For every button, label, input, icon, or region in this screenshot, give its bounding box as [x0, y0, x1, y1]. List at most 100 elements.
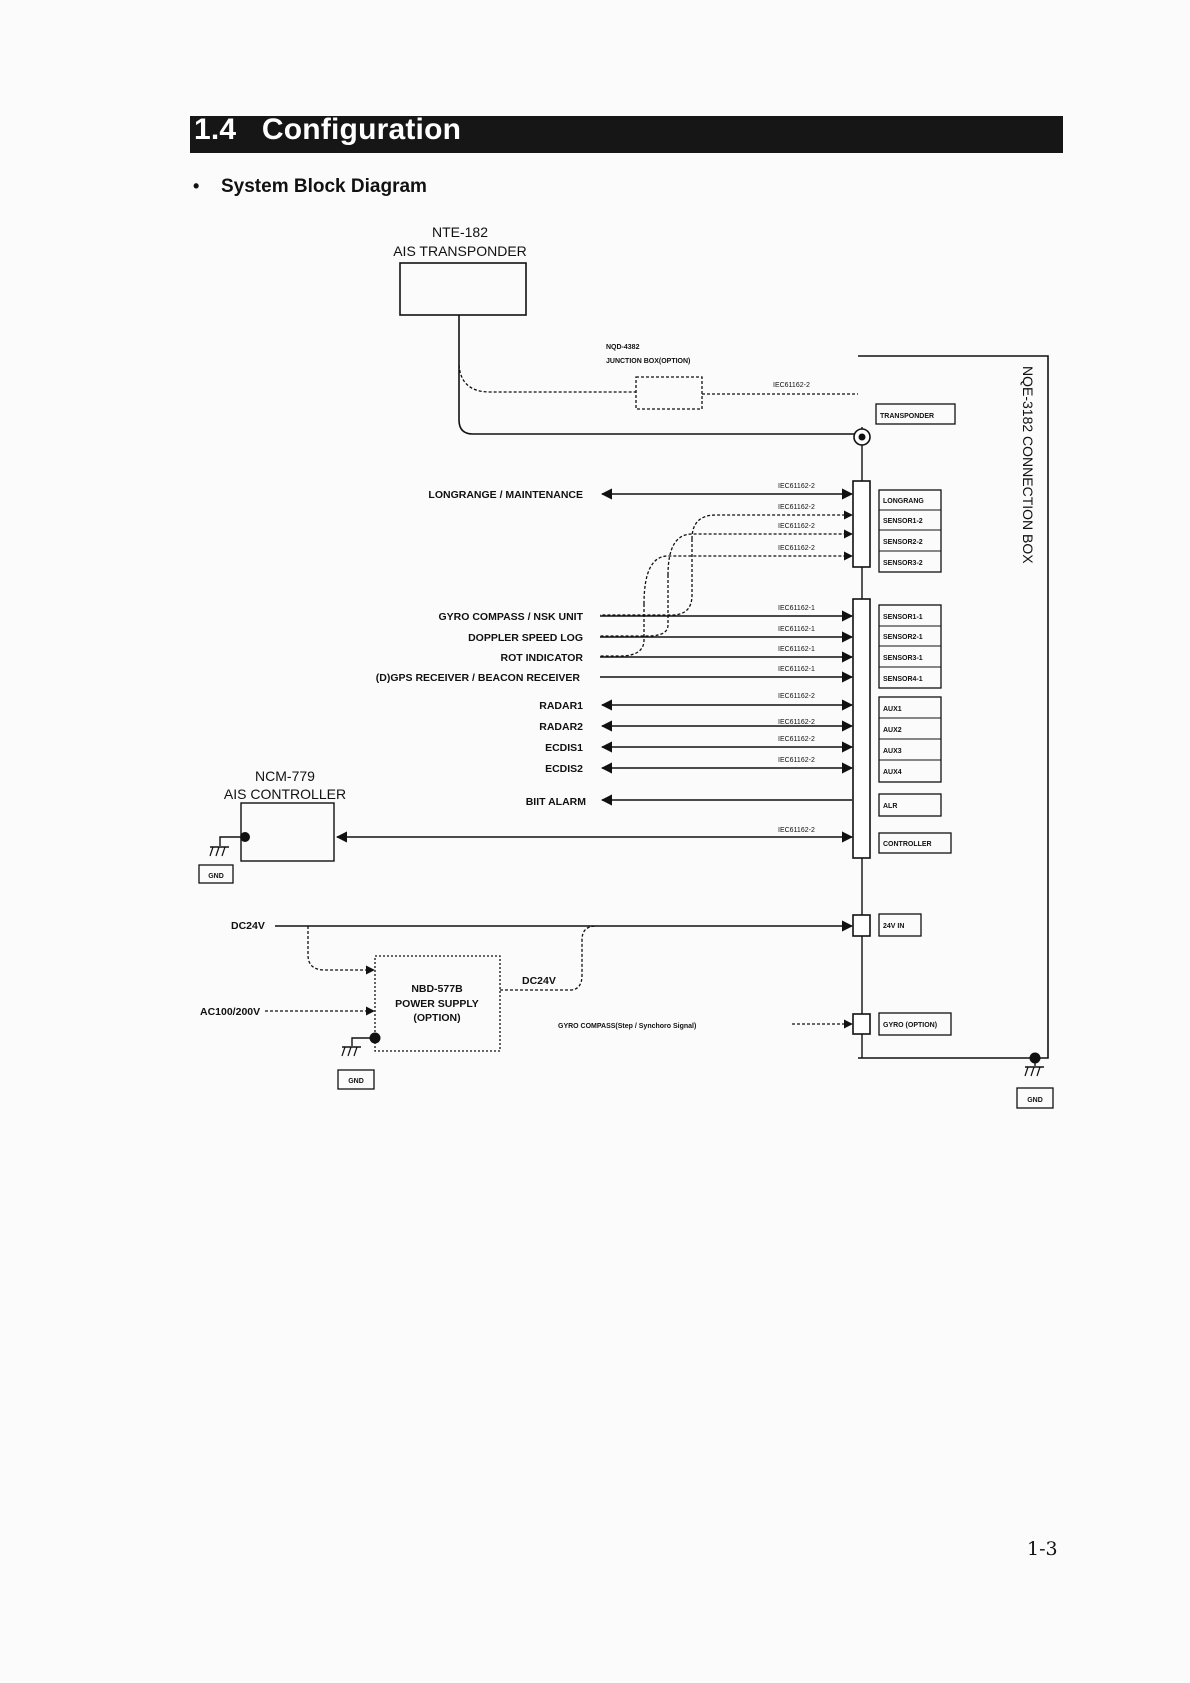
power-supply-ground-icon: [341, 1037, 370, 1057]
port-24v-in-label: 24V IN: [883, 923, 904, 930]
terminal-block-sensors: [852, 598, 871, 859]
radar1-protocol: IEC61162-2: [778, 693, 815, 700]
transponder-junction-cable: [458, 364, 636, 393]
power-supply-gnd-terminal: [369, 1032, 381, 1044]
port-aux2-label: AUX2: [883, 727, 902, 734]
ecdis1-label: ECDIS1: [545, 742, 583, 754]
section-header-bar: [190, 116, 1063, 153]
radar2-protocol: IEC61162-2: [778, 719, 815, 726]
junction-box-link-label: IEC61162-2: [773, 382, 810, 389]
rot-branch: [600, 604, 645, 657]
sensor1-2-line: [691, 510, 853, 540]
port-sensor2-2-label: SENSOR2-2: [883, 539, 923, 546]
port-labels: TRANSPONDER LONGRANG SENSOR1-2 SENSOR2-2…: [875, 403, 956, 1036]
radar1-label: RADAR1: [539, 700, 583, 712]
terminal-block-longrange: [852, 480, 871, 568]
dc24v-input-label: DC24V: [231, 920, 265, 932]
port-gyro-option: [878, 1012, 952, 1036]
port-aux1-label: AUX1: [883, 706, 902, 713]
junction-box: NQD-4382 JUNCTION BOX(OPTION): [606, 344, 703, 410]
controller-model: NCM-779: [255, 768, 315, 784]
port-sensor1-2-label: SENSOR1-2: [883, 518, 923, 525]
sensor2-2-line: [667, 529, 853, 576]
section-header-title: 1.4 Configuration: [194, 113, 461, 147]
sensor1-2-protocol: IEC61162-2: [778, 504, 815, 511]
port-sensor3-2-label: SENSOR3-2: [883, 560, 923, 567]
transponder-unit: NTE-182 AIS TRANSPONDER: [393, 224, 527, 316]
transponder-box: [399, 262, 527, 316]
controller-gnd-box: [198, 864, 234, 884]
gyro-branch: [600, 539, 693, 616]
terminal-block-power: [852, 914, 871, 937]
terminal-block-gyro: [852, 1013, 871, 1035]
rot-label: ROT INDICATOR: [501, 652, 584, 664]
port-controller: [878, 832, 952, 854]
connection-box-gnd-box: [1016, 1087, 1054, 1109]
supply-output-label: DC24V: [522, 975, 556, 987]
connection-box-name: NQE-3182 CONNECTION BOX: [1020, 366, 1036, 564]
port-transponder: [875, 403, 956, 425]
gps-label: (D)GPS RECEIVER / BEACON RECEIVER: [376, 672, 581, 684]
power-supply-name: POWER SUPPLY: [395, 998, 479, 1010]
dc24v-to-supply-line: [307, 926, 375, 975]
controller-gnd-label: GND: [208, 873, 224, 880]
rot-protocol: IEC61162-1: [778, 646, 815, 653]
port-sensor1-1-label: SENSOR1-1: [883, 614, 923, 621]
ecdis1-protocol: IEC61162-2: [778, 736, 815, 743]
connection-box: NQE-3182 CONNECTION BOX: [852, 355, 1049, 1059]
ais-controller: NCM-779 AIS CONTROLLER: [224, 768, 346, 862]
radar2-label: RADAR2: [539, 721, 583, 733]
connection-box-outline: [858, 355, 1049, 1059]
supply-to-dc24v-line: [500, 925, 597, 991]
gyro-protocol: IEC61162-1: [778, 605, 815, 612]
port-sensor2-1-label: SENSOR2-1: [883, 634, 923, 641]
power-supply-gnd-label: GND: [348, 1078, 364, 1085]
ecdis2-protocol: IEC61162-2: [778, 757, 815, 764]
port-sensor3-1-label: SENSOR3-1: [883, 655, 923, 662]
subsection-title: System Block Diagram: [221, 176, 427, 197]
sensor2-2-protocol: IEC61162-2: [778, 523, 815, 530]
port-group-longrange: [878, 489, 942, 573]
port-sensor4-1-label: SENSOR4-1: [883, 676, 923, 683]
port-longrang-label: LONGRANG: [883, 498, 924, 505]
power-supply-outline: [374, 955, 501, 1052]
ac-input-label: AC100/200V: [200, 1006, 260, 1018]
doppler-branch: [600, 575, 669, 637]
power-supply-option: (OPTION): [413, 1012, 460, 1024]
section-number: 1.4: [194, 113, 237, 146]
controller-gnd-terminal: [240, 832, 250, 842]
port-controller-label: CONTROLLER: [883, 841, 932, 848]
longrange-label: LONGRANGE / MAINTENANCE: [428, 489, 583, 501]
junction-box-name: JUNCTION BOX(OPTION): [606, 358, 690, 365]
bit-alarm-label: BIIT ALARM: [526, 796, 587, 808]
port-alr-label: ALR: [883, 803, 897, 810]
sensor3-2-protocol: IEC61162-2: [778, 545, 815, 552]
gyro-label: GYRO COMPASS / NSK UNIT: [439, 611, 584, 623]
port-24v-in: [878, 913, 922, 937]
port-aux4-label: AUX4: [883, 769, 902, 776]
gps-protocol: IEC61162-1: [778, 666, 815, 673]
power-supply: NBD-577B POWER SUPPLY (OPTION): [369, 955, 501, 1052]
transponder-model: NTE-182: [432, 224, 488, 240]
junction-box-outline: [635, 376, 703, 410]
connection-box-ground-icon: [1024, 1058, 1044, 1077]
page-number: 1-3: [1027, 1538, 1058, 1560]
controller-protocol: IEC61162-2: [778, 827, 815, 834]
power-supply-gnd-box: [337, 1069, 375, 1090]
sensor3-2-line: [643, 551, 853, 605]
port-transponder-label: TRANSPONDER: [880, 413, 934, 420]
junction-box-model: NQD-4382: [606, 344, 640, 351]
bullet-icon: •: [193, 176, 200, 196]
port-gyro-option-label: GYRO (OPTION): [883, 1022, 937, 1029]
transponder-cable: [458, 315, 858, 435]
ecdis2-label: ECDIS2: [545, 763, 583, 775]
doppler-label: DOPPLER SPEED LOG: [468, 632, 583, 644]
port-alr: [878, 793, 942, 817]
longrange-protocol: IEC61162-2: [778, 483, 815, 490]
gyro-signal-label: GYRO COMPASS(Step / Synchoro Signal): [558, 1023, 696, 1030]
transponder-name: AIS TRANSPONDER: [393, 243, 527, 259]
connection-box-gnd-label: GND: [1027, 1097, 1043, 1104]
controller-box: [240, 802, 335, 862]
doppler-protocol: IEC61162-1: [778, 626, 815, 633]
